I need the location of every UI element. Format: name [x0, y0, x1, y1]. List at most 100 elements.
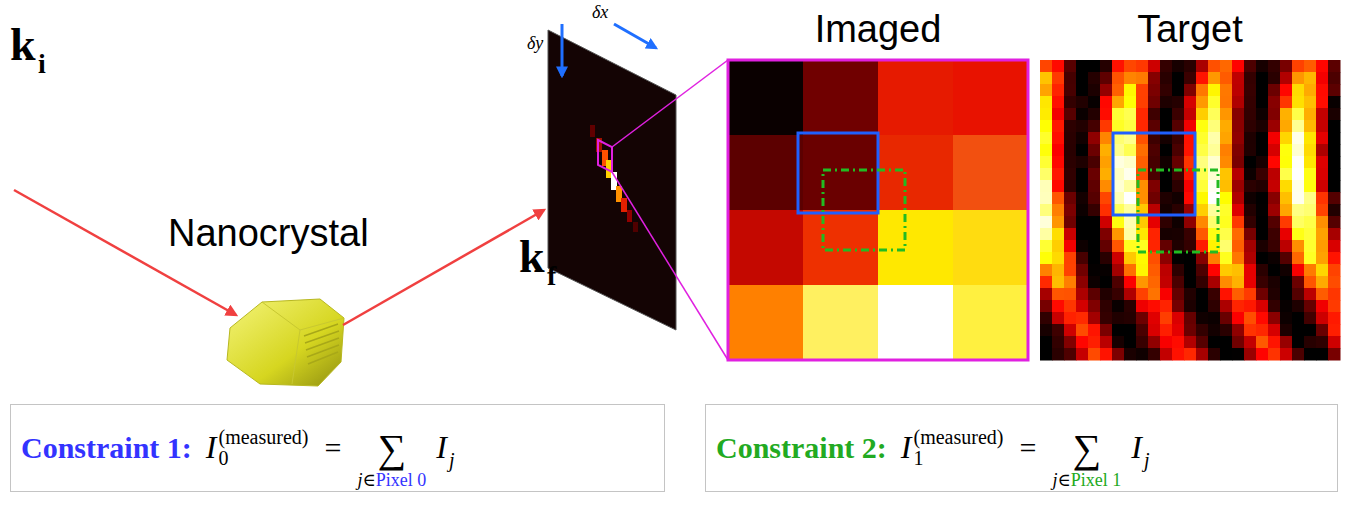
heatmap-cell: [1076, 216, 1089, 229]
heatmap-cell: [1160, 324, 1173, 337]
heatmap-cell: [1220, 216, 1233, 229]
heatmap-cell: [1148, 276, 1161, 289]
heatmap-cell: [1316, 192, 1329, 205]
heatmap-cell: [1316, 72, 1329, 85]
heatmap-cell: [1328, 324, 1341, 337]
heatmap-cell: [1220, 156, 1233, 169]
heatmap-cell: [1292, 336, 1305, 349]
sum-symbol: ∑: [1073, 427, 1102, 471]
heatmap-cell: [1244, 264, 1257, 277]
heatmap-cell: [1304, 216, 1317, 229]
heatmap-cell: [1052, 276, 1065, 289]
heatmap-cell: [1280, 60, 1293, 73]
heatmap-cell: [1172, 180, 1185, 193]
crystal-fringes: [304, 324, 339, 364]
detector-panel: [548, 30, 676, 330]
heatmap-cell: [1148, 264, 1161, 277]
heatmap-cell: [1256, 348, 1269, 361]
heatmap-cell: [1052, 228, 1065, 241]
heatmap-cell: [1268, 240, 1281, 253]
heatmap-cell: [1148, 180, 1161, 193]
heatmap-cell: [1064, 276, 1077, 289]
heatmap-cell: [1184, 120, 1197, 133]
heatmap-cell: [1232, 192, 1245, 205]
heatmap-cell: [1076, 108, 1089, 121]
heatmap-cell: [1208, 72, 1221, 85]
heatmap-cell: [1040, 300, 1053, 313]
heatmap-cell: [1328, 168, 1341, 181]
heatmap-cell: [1052, 204, 1065, 217]
heatmap-cell: [1040, 132, 1053, 145]
heatmap-cell: [1280, 348, 1293, 361]
heatmap-cell: [1100, 228, 1113, 241]
heatmap-cell: [1076, 288, 1089, 301]
heatmap-cell: [1100, 348, 1113, 361]
heatmap-cell: [1100, 144, 1113, 157]
heatmap-cell: [1172, 216, 1185, 229]
heatmap-cell: [1280, 324, 1293, 337]
heatmap-cell: [1064, 216, 1077, 229]
heatmap-cell: [1304, 132, 1317, 145]
heatmap-cell: [1316, 312, 1329, 325]
heatmap-cell: [1196, 144, 1209, 157]
heatmap-cell: [1160, 312, 1173, 325]
heatmap-cell: [1220, 60, 1233, 73]
heatmap-cell: [1160, 84, 1173, 97]
heatmap-cell: [1316, 240, 1329, 253]
diffraction-spot: [621, 198, 627, 212]
heatmap-cell: [1268, 300, 1281, 313]
heatmap-cell: [1316, 252, 1329, 265]
heatmap-cell: [1040, 180, 1053, 193]
heatmap-cell: [953, 210, 1029, 286]
heatmap-cell: [1136, 120, 1149, 133]
heatmap-cell: [1100, 96, 1113, 109]
heatmap-cell: [1160, 72, 1173, 85]
heatmap-cell: [1220, 240, 1233, 253]
heatmap-cell: [1220, 228, 1233, 241]
heatmap-cell: [1124, 192, 1137, 205]
heatmap-cell: [1076, 252, 1089, 265]
heatmap-cell: [1172, 288, 1185, 301]
heatmap-cell: [1220, 204, 1233, 217]
heatmap-cell: [1148, 60, 1161, 73]
heatmap-cell: [1076, 84, 1089, 97]
heatmap-cell: [1064, 108, 1077, 121]
constraint-heading: Constraint 2:: [716, 431, 887, 465]
heatmap-cell: [1136, 60, 1149, 73]
heatmap-cell: [1304, 96, 1317, 109]
heatmap-cell: [1100, 324, 1113, 337]
heatmap-cell: [1160, 120, 1173, 133]
axis-arrow: [614, 24, 656, 48]
heatmap-cell: [1304, 204, 1317, 217]
heatmap-cell: [1112, 108, 1125, 121]
heatmap-cell: [1244, 312, 1257, 325]
heatmap-cell: [1316, 168, 1329, 181]
heatmap-cell: [1196, 288, 1209, 301]
heatmap-cell: [1136, 108, 1149, 121]
intensity-term: Ij: [436, 429, 454, 466]
heatmap-cell: [1124, 240, 1137, 253]
heatmap-cell: [1088, 276, 1101, 289]
heatmap-cell: [1328, 240, 1341, 253]
heatmap-cell: [1148, 336, 1161, 349]
diffraction-spot: [633, 222, 638, 232]
heatmap-cell: [1328, 312, 1341, 325]
heatmap-cell: [1196, 120, 1209, 133]
heatmap-cell: [1112, 252, 1125, 265]
incident-beam: [14, 190, 236, 315]
equals-sign: =: [1019, 431, 1036, 465]
heatmap-cell: [1088, 144, 1101, 157]
heatmap-cell: [1304, 288, 1317, 301]
heatmap-cell: [1076, 240, 1089, 253]
heatmap-cell: [1268, 168, 1281, 181]
heatmap-cell: [1196, 96, 1209, 109]
heatmap-cell: [878, 210, 954, 286]
heatmap-cell: [1328, 204, 1341, 217]
heatmap-cell: [1316, 276, 1329, 289]
heatmap-cell: [1112, 276, 1125, 289]
subscript: j: [1144, 449, 1150, 472]
heatmap-cell: [1328, 228, 1341, 241]
heatmap-cell: [1160, 288, 1173, 301]
heatmap-cell: [1220, 252, 1233, 265]
heatmap-cell: [1184, 228, 1197, 241]
